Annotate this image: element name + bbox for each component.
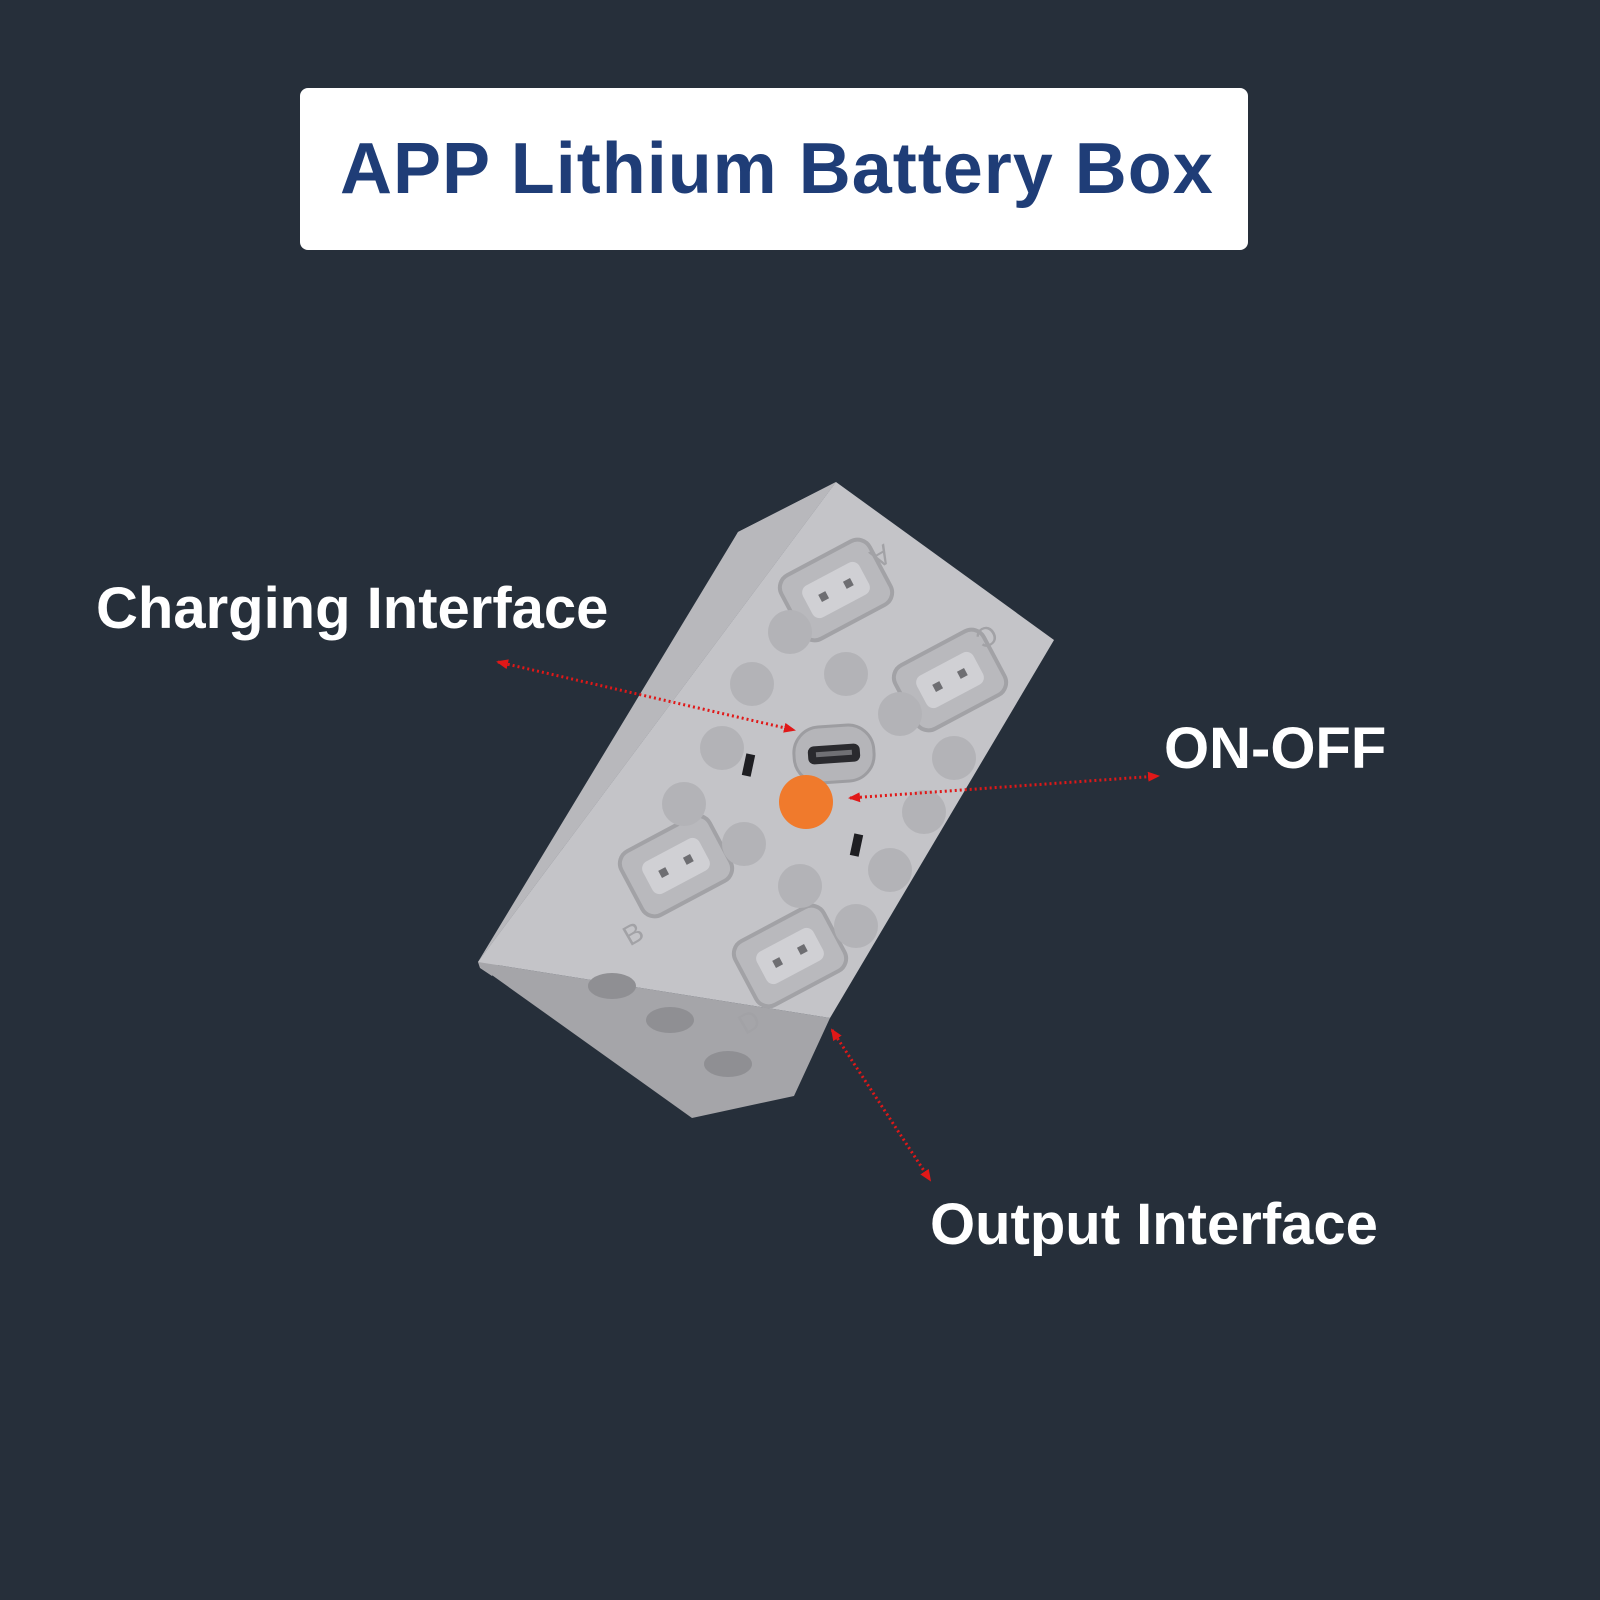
bottom-socket: [588, 973, 636, 999]
indicator-slot: [741, 753, 756, 777]
stud: [868, 848, 912, 892]
on-off-label: ON-OFF: [1164, 716, 1387, 781]
stud: [824, 652, 868, 696]
port-connector-c: [891, 627, 1009, 733]
stud: [932, 736, 976, 780]
bottom-socket: [646, 1007, 694, 1033]
stud: [834, 904, 878, 948]
box-side-bottom: [478, 962, 830, 1118]
bottom-socket: [704, 1051, 752, 1077]
port-connector-d: [731, 903, 849, 1009]
stud: [662, 782, 706, 826]
stud: [722, 822, 766, 866]
output-arrow: [830, 1028, 932, 1182]
stud: [778, 864, 822, 908]
usb-charging-port: [792, 723, 876, 785]
box-top-face: [478, 482, 1054, 1018]
power-button[interactable]: [779, 775, 833, 829]
indicator-slot: [849, 833, 864, 857]
charging-arrow: [496, 659, 796, 733]
title-card: APP Lithium Battery Box: [300, 88, 1248, 250]
port-connector-a: [777, 537, 895, 643]
onoff-arrow: [848, 771, 1160, 803]
port-connector-b: [617, 813, 735, 919]
stud: [902, 790, 946, 834]
stud: [878, 692, 922, 736]
stud: [700, 726, 744, 770]
page-title: APP Lithium Battery Box: [340, 129, 1214, 209]
output-interface-label: Output Interface: [930, 1192, 1378, 1257]
stud: [768, 610, 812, 654]
charging-interface-label: Charging Interface: [96, 576, 609, 641]
stud: [730, 662, 774, 706]
